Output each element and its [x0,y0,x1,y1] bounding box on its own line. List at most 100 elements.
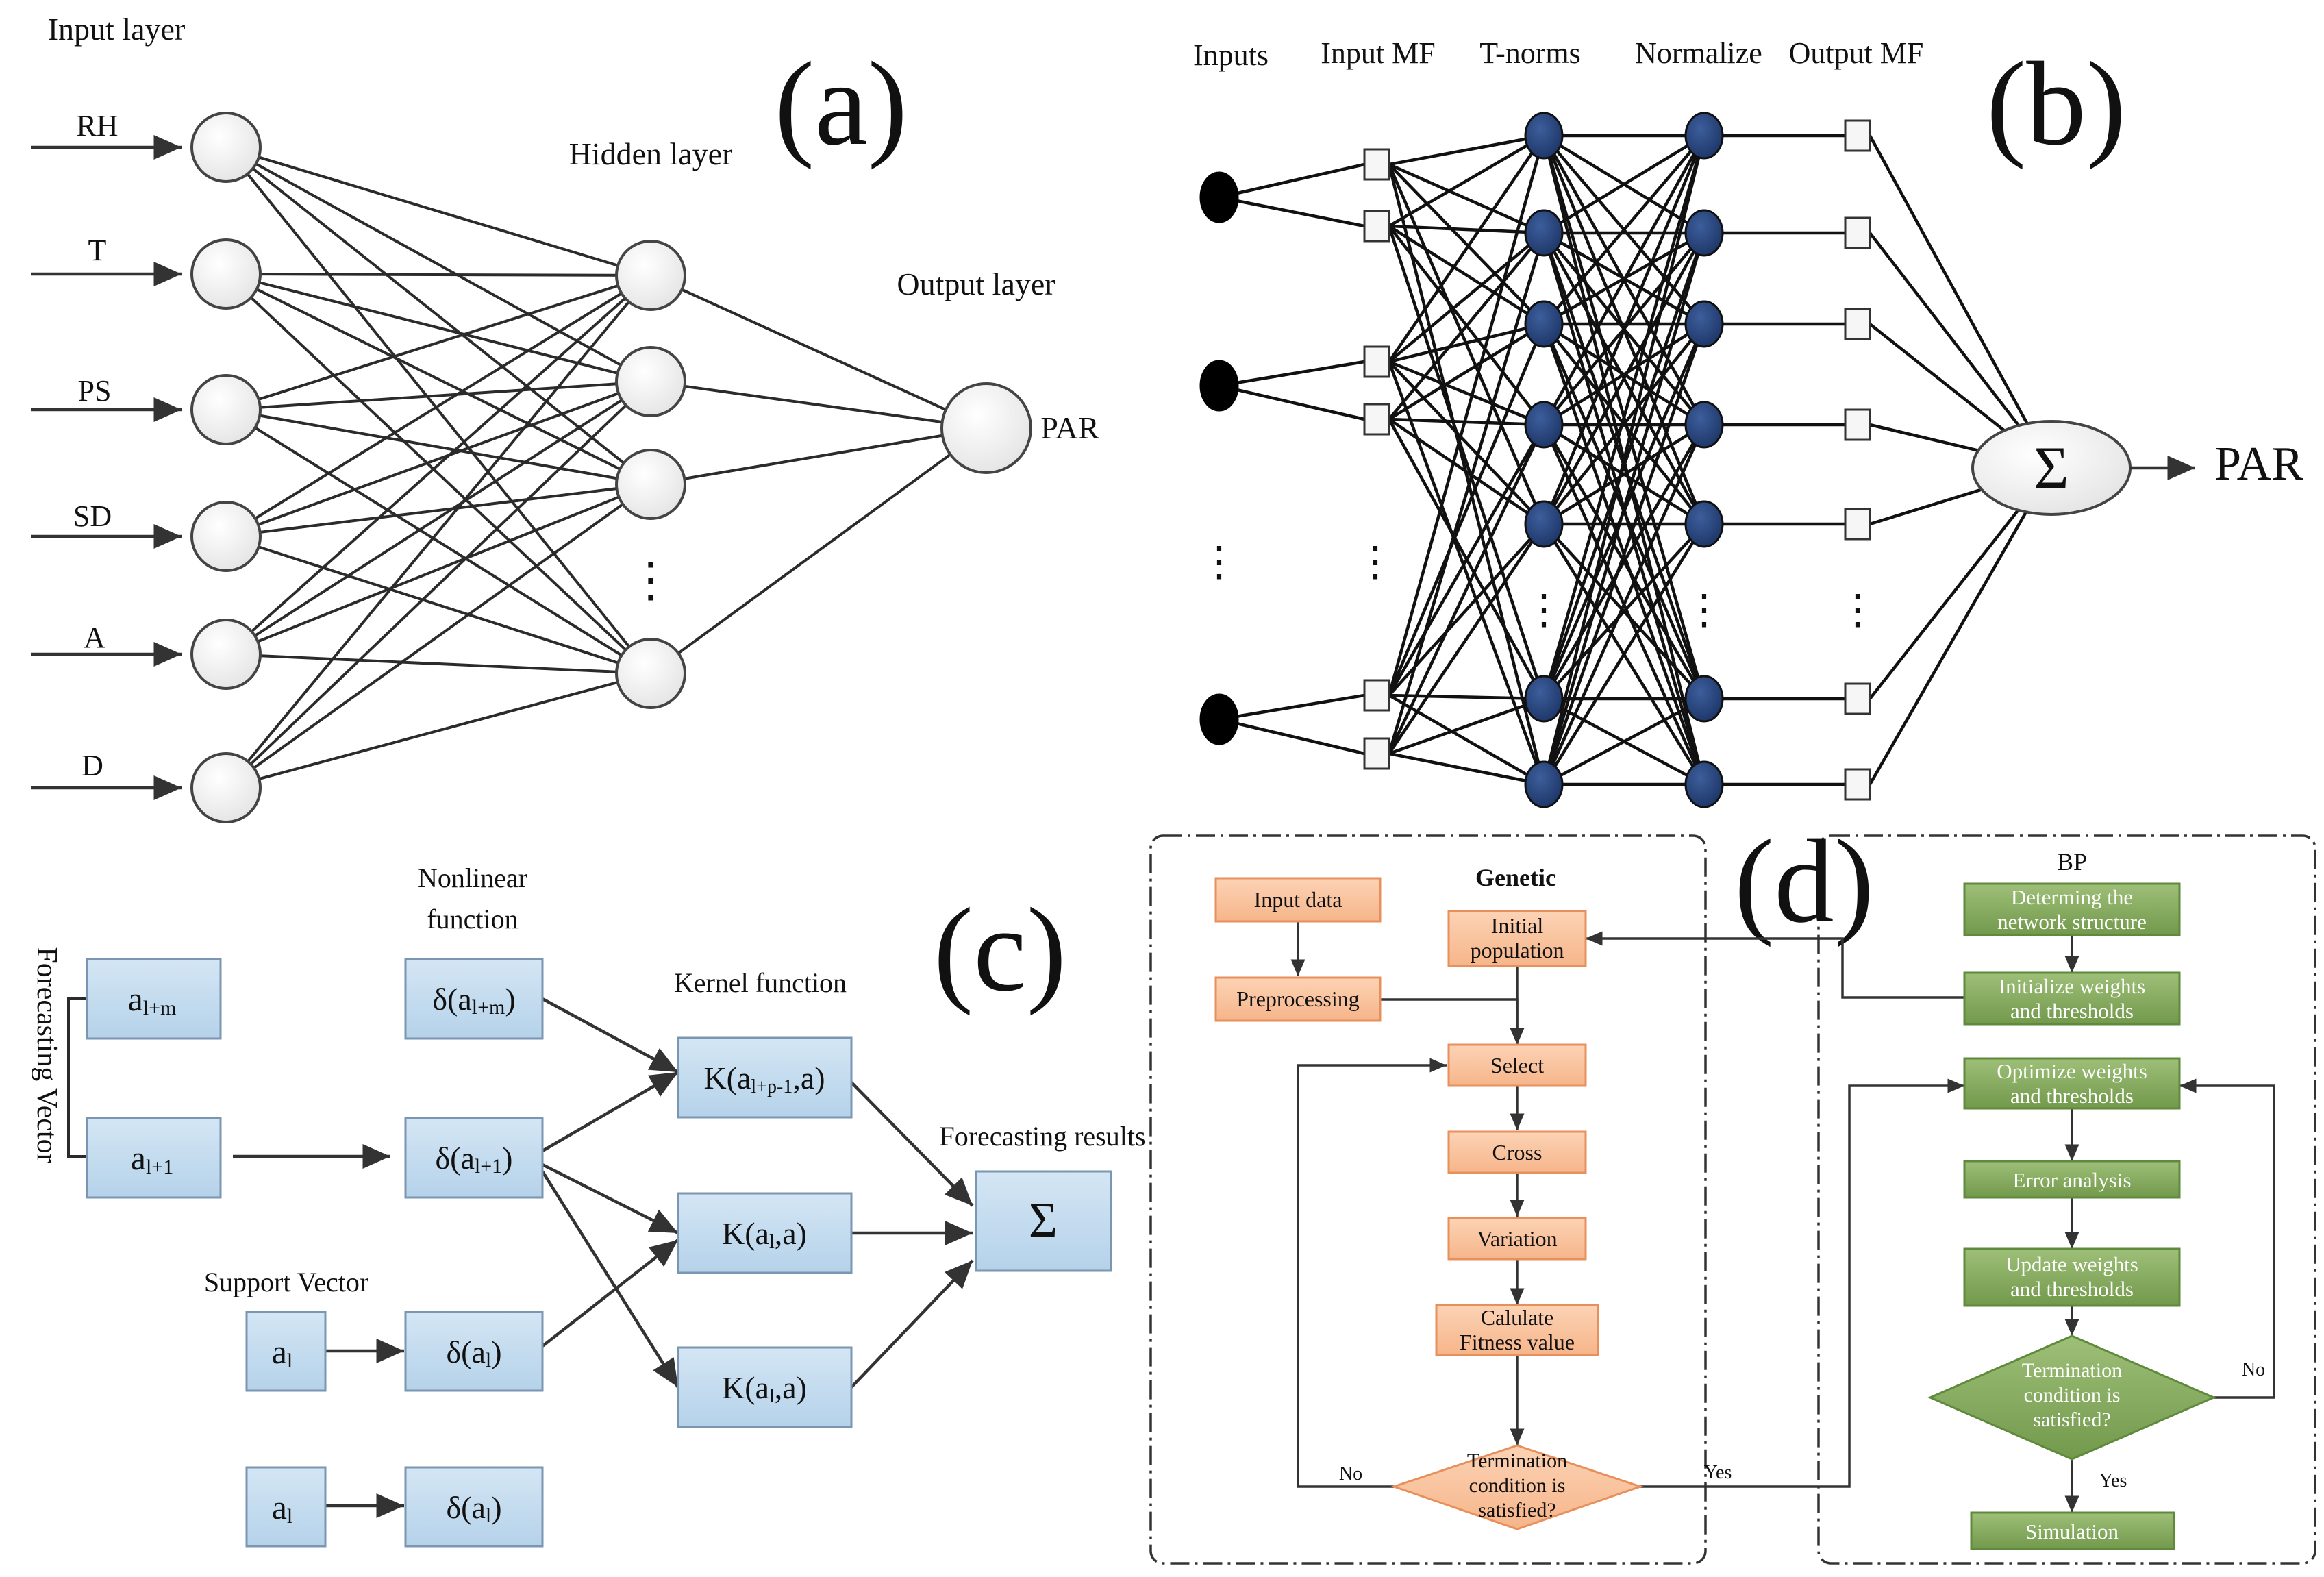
b-edge-in0-mfb [1219,195,1365,228]
input-node-5 [190,752,262,823]
b-input-mf-3 [1363,403,1390,436]
bp-frame [1817,834,2316,1565]
b-edge-in2-mfa [1219,693,1365,721]
svg-text:Fitness value: Fitness value [1460,1330,1575,1354]
ellipsis-normalize: ⋮ [1684,587,1725,632]
b-edge-mf3-t1 [1388,232,1545,421]
b-tnorm-node-5 [1524,675,1564,723]
box-kernel-l-a: K(al,a) [677,1192,853,1274]
edge-in4-h0 [225,274,652,656]
support-vector-label: Support Vector [204,1267,368,1297]
panel-b-tag: (b) [1986,37,2126,170]
b-input-mf-1 [1363,210,1390,243]
b-edge-mf5-t3 [1387,424,1546,754]
panel-a-ann: (a) Input layer Hidden layer Output laye… [31,12,1099,823]
box-a-l-plus-m: al+m [86,958,222,1040]
box-a-l-support: al [245,1311,327,1392]
arrow-k1-to-sum [850,1081,974,1207]
b-edge-mf4-t6 [1388,694,1545,786]
b-edge-mf4-t0 [1387,135,1546,696]
b-tnorm-node-0 [1524,112,1564,160]
arrow-dm-to-k1 [541,997,679,1073]
arrow-dl-to-k2 [541,1239,679,1348]
step-variation: Variation [1447,1217,1587,1261]
forecasting-vector-label: Forecasting Vector [31,947,62,1163]
edge-in0-h0 [225,146,651,277]
label-yes-genetic: Yes [1704,1462,1732,1483]
b-input-node-0 [1199,171,1239,223]
svg-text:Variation: Variation [1477,1226,1557,1251]
forecasting-results-label: Forecasting results [939,1121,1145,1152]
step-input-data: Input data [1214,877,1382,923]
col-label-t-norms: T-norms [1479,36,1581,70]
label-yes-bp: Yes [2099,1470,2127,1491]
b-input-mf-0 [1363,148,1390,181]
col-label-normalize: Normalize [1635,36,1762,70]
b-normalize-node-2 [1684,300,1724,348]
edge-in5-h0 [225,274,652,789]
b-edge-t6-n1 [1542,232,1706,785]
panel-c-svm: (c) Forecasting Vector Nonlinear functio… [31,862,1146,1548]
b-edge-mf4-t2 [1387,323,1546,696]
arrow-d1-to-k3 [541,1170,679,1389]
b-edge-t5-n4 [1542,523,1705,700]
input-label-a: A [84,621,105,654]
svg-text:Simulation: Simulation [2025,1519,2119,1543]
nonlinear-function-label-2: function [427,904,518,934]
b-tnorm-node-2 [1524,300,1564,348]
input-label-t: T [88,234,107,267]
b-output-mf-0 [1844,119,1871,152]
svg-text:Σ: Σ [1029,1193,1058,1247]
b-edge-t4-n2 [1542,323,1705,525]
b-normalize-node-0 [1684,112,1724,160]
svg-text:Update weights: Update weights [2006,1252,2138,1276]
svg-text:and thresholds: and thresholds [2010,1084,2134,1108]
panel-d-ga-bp: (d) Genetic BP Input data Preprocessing [1149,815,2316,1565]
box-kernel-l-a-2: K(al,a) [677,1346,853,1428]
b-output-mf-4 [1844,508,1871,541]
step-error-analysis: Error analysis [1963,1160,2181,1199]
b-edge-in1-mfa [1219,360,1365,388]
b-tnorm-node-4 [1524,500,1564,548]
edge-in0-h1 [225,146,651,383]
svg-text:condition is: condition is [1469,1474,1566,1497]
input-node-3 [190,501,262,572]
label-no-bp: No [2242,1359,2265,1380]
col-label-output-mf: Output MF [1789,36,1924,70]
b-edge-mf1-t0 [1388,134,1545,227]
flow-pre-to-select [1380,998,1525,1045]
b-normalize-node-3 [1684,401,1724,449]
b-edge-mf3-t2 [1388,323,1545,421]
edge-h1-out [650,380,987,430]
hidden-layer-label: Hidden layer [569,136,733,171]
step-initialize-weights: Initialize weights and thresholds [1963,971,2181,1026]
b-edge-t2-n0 [1542,134,1705,325]
edge-in3-h3 [225,535,651,675]
svg-text:and thresholds: and thresholds [2010,999,2134,1023]
b-edge-mf2-t2 [1388,322,1545,364]
b-edge-t6-n2 [1542,323,1706,785]
box-sum-results: Σ [975,1170,1112,1272]
panel-d-tag: (d) [1734,815,1874,947]
edge-in2-h3 [225,408,652,675]
b-edge-mf1-t5 [1387,225,1546,699]
b-edge-mf0-t0 [1388,134,1545,166]
ellipsis-output-mf: ⋮ [1837,587,1878,632]
edge-in5-h1 [225,380,652,789]
edge-h0-out [650,274,987,430]
step-cross: Cross [1447,1130,1587,1174]
col-label-input-mf: Input MF [1321,36,1435,70]
svg-text:population: population [1471,938,1564,963]
b-edge-mf4-t3 [1388,423,1545,697]
b-normalize-node-6 [1684,760,1724,808]
b-edge-mf5-t4 [1388,523,1545,755]
svg-text:network structure: network structure [1997,910,2147,934]
svg-text:satisfied?: satisfied? [2033,1408,2110,1431]
input-label-ps: PS [78,374,112,408]
genetic-title: Genetic [1475,864,1556,891]
edge-in5-h2 [225,483,652,789]
flow-init-weights-to-population [1586,931,1964,999]
edge-in5-h3 [225,672,651,789]
box-delta-l-plus-1: δ(al+1) [404,1117,544,1199]
